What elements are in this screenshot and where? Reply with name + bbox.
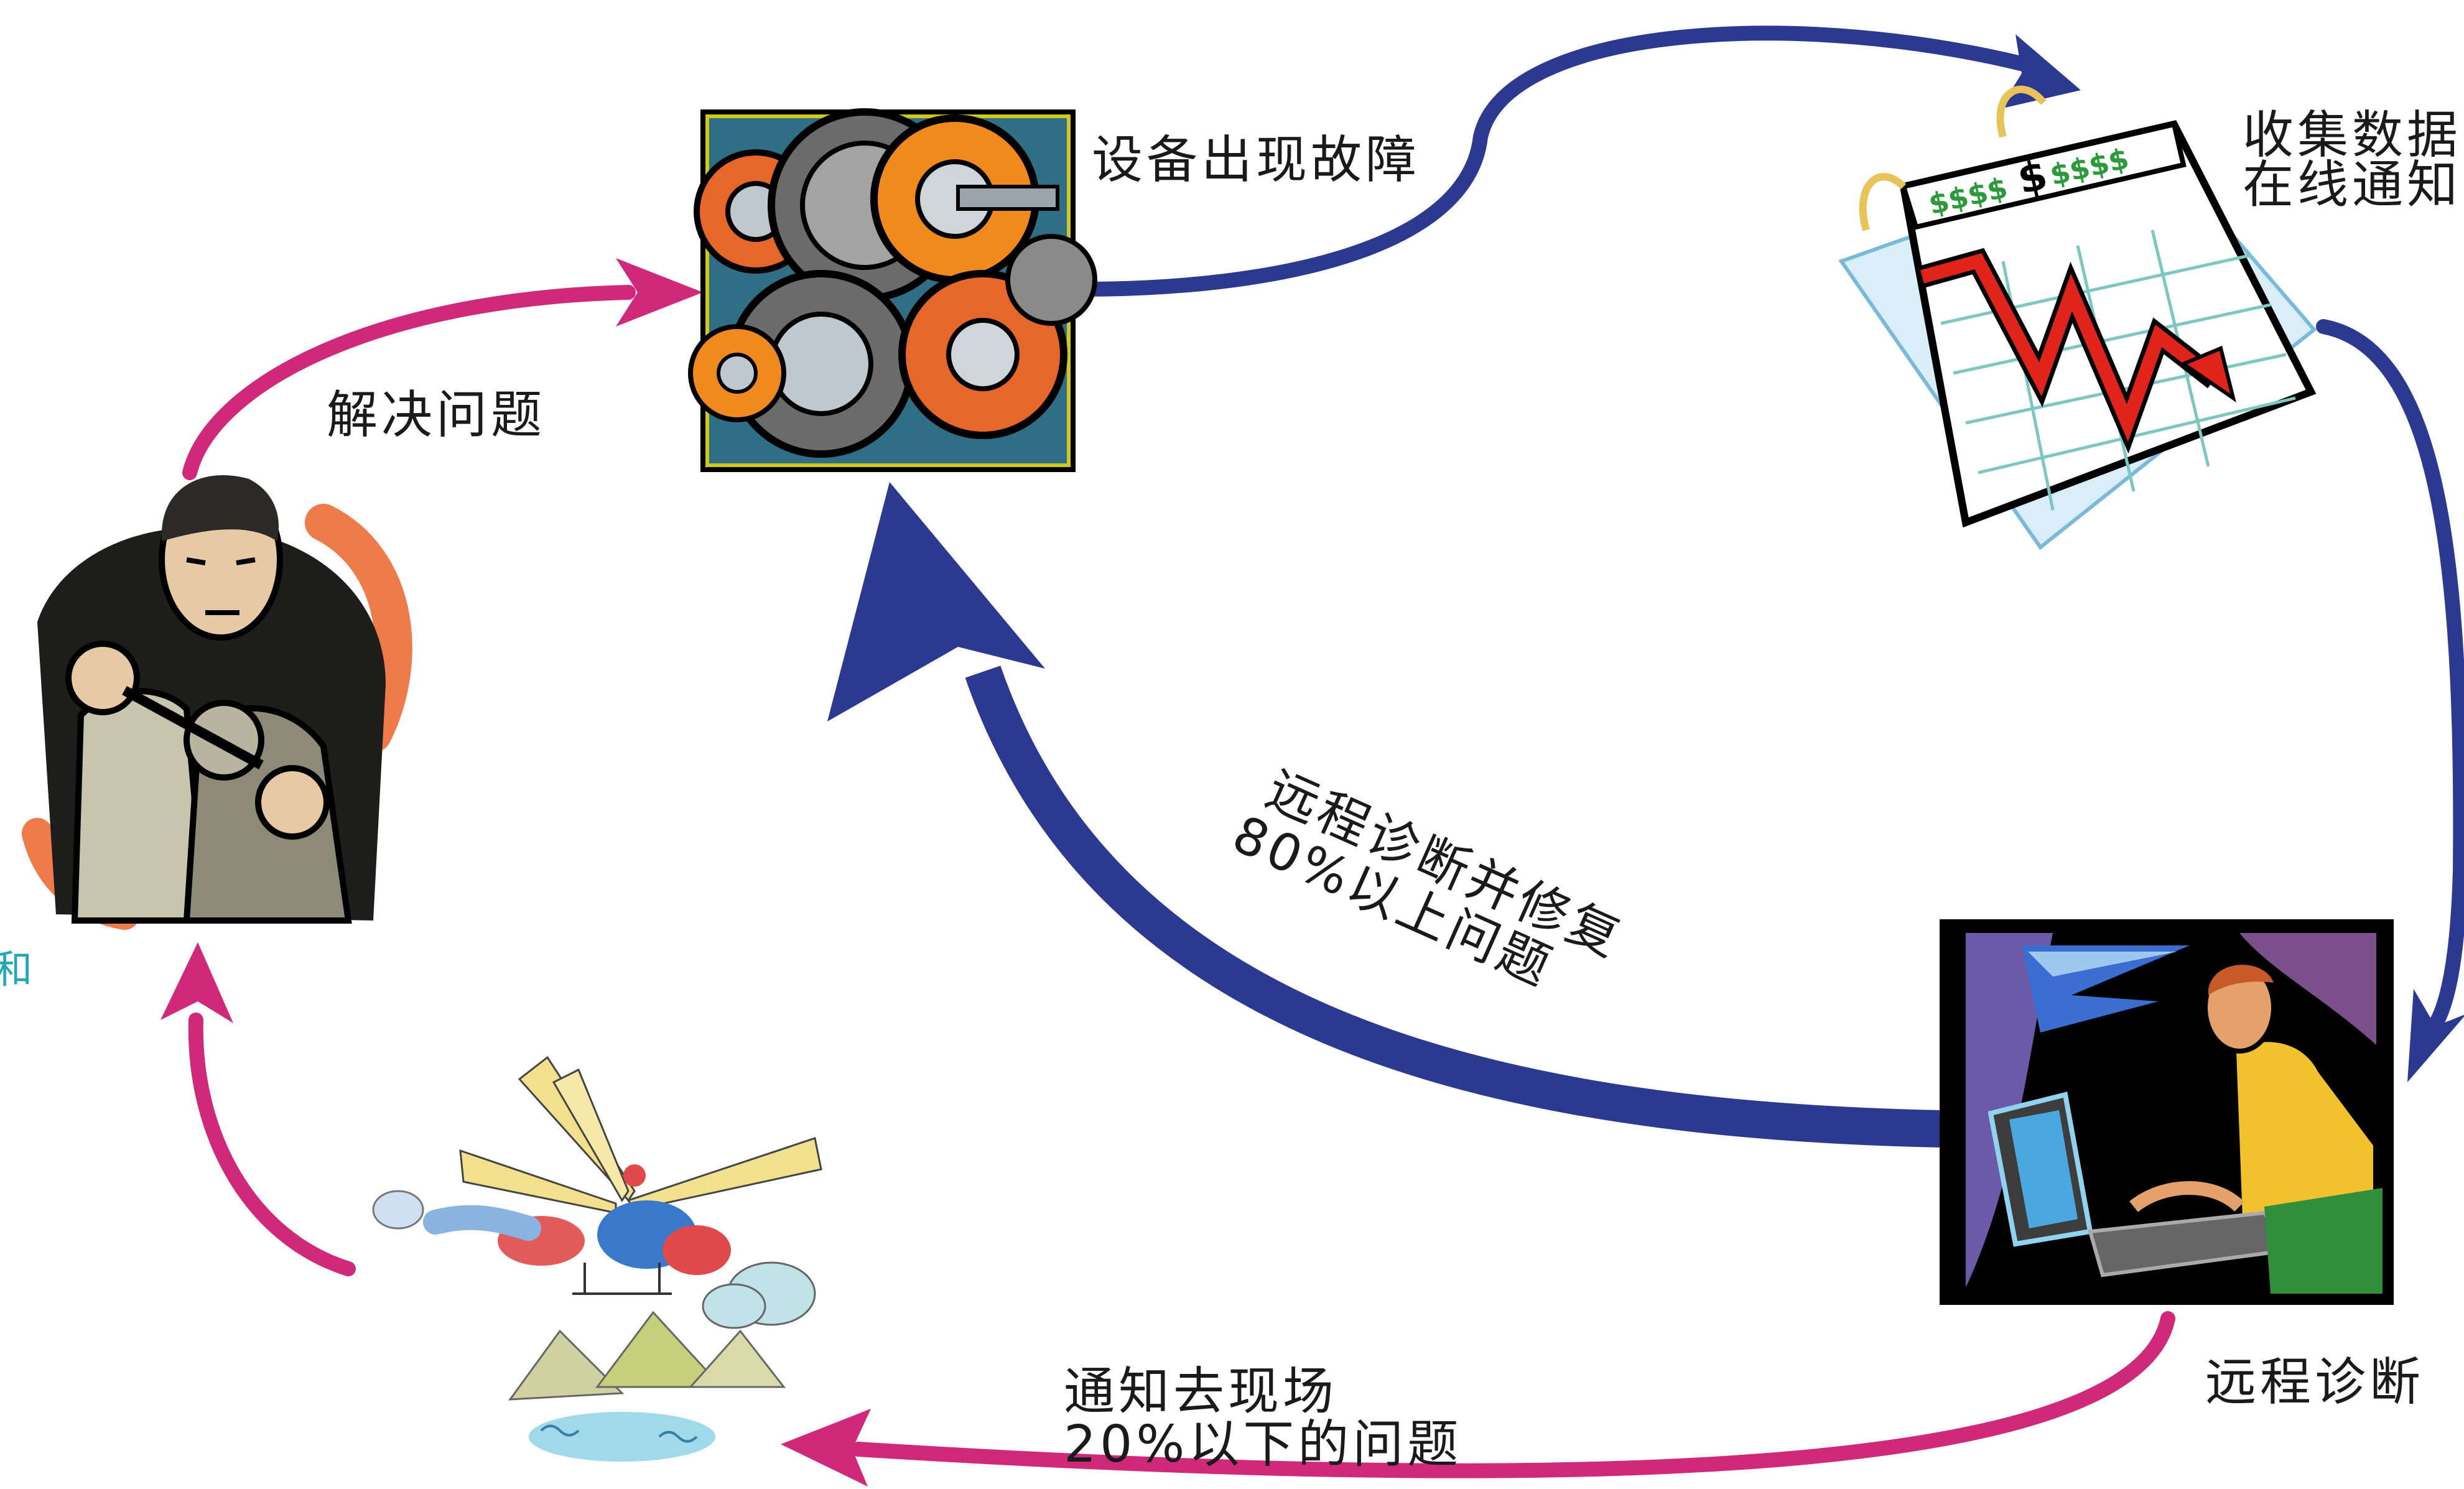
label-online-notify: 在线通知	[2243, 155, 2462, 215]
falling-profit-chart-icon: $$$$ $ $$$$	[1838, 85, 2317, 550]
helicopter-service-icon	[372, 1055, 822, 1462]
label-partial-left: 和	[0, 947, 32, 992]
label-solve-problem: 解决问题	[327, 386, 546, 445]
gears-machinery-icon	[688, 108, 1097, 472]
arrow-solve-to-equipment	[182, 258, 703, 480]
arrow-remote-fix-to-equipment	[827, 482, 1941, 1148]
arrow-diagnosis-to-onsite	[781, 1311, 2175, 1487]
mechanic-worker-icon	[22, 475, 412, 930]
label-onsite-percent: 20%以下的问题	[1064, 1415, 1462, 1474]
label-equipment-fault: 设备出现故障	[1092, 131, 1420, 190]
arrow-collect-to-diagnosis	[2316, 319, 2464, 1082]
computer-operator-icon	[1940, 919, 2394, 1305]
label-remote-diagnosis: 远程诊断	[2205, 1353, 2424, 1412]
arrow-onsite-to-worker	[160, 942, 356, 1276]
label-onsite-notify: 通知去现场	[1064, 1362, 1337, 1421]
label-collect-data: 收集数据	[2243, 106, 2462, 165]
